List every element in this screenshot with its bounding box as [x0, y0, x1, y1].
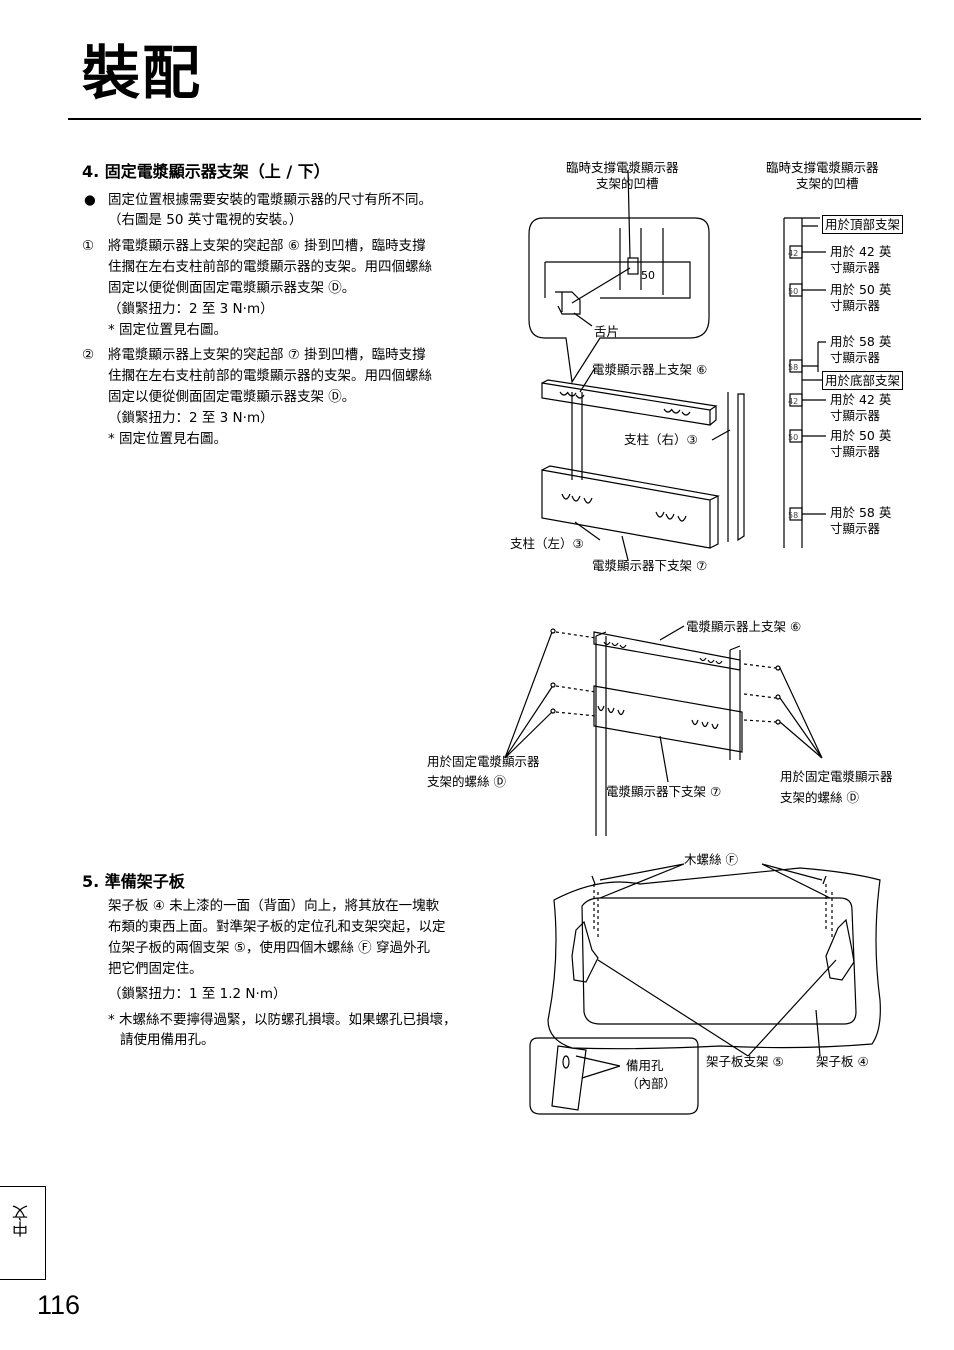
d2-screw-right-line1: 用於固定電漿顯示器: [780, 769, 893, 784]
bullet-line-1: 固定位置根據需要安裝的電漿顯示器的尺寸有所不同。: [108, 192, 432, 208]
lower-bracket-shape: [541, 465, 720, 549]
step5-line: 架子板 ④ 未上漆的一面（背面）向上，將其放在一塊軟: [108, 898, 440, 914]
step4-heading: 4. 固定電漿顯示器支架（上 / 下）: [82, 162, 330, 181]
step5-line: 位架子板的兩個支架 ⑤，使用四個木螺絲 Ⓕ 穿過外孔: [108, 940, 430, 956]
bracket-left: [571, 920, 599, 983]
upper-bracket-shape: [541, 379, 718, 426]
bottom-42-line1: 用於 42 英: [830, 392, 892, 407]
bottom-bracket-box: 用於底部支架: [822, 371, 904, 390]
top-50-line2: 寸顯示器: [830, 298, 881, 313]
spare-hole-inset: [529, 1037, 699, 1115]
item2-line: * 固定位置見右圖。: [108, 431, 228, 447]
item2-text: 將電漿顯示器上支架的突起部 ⑦ 掛到凹槽，臨時支撐 住擱在左右支柱前部的電漿顯示…: [108, 345, 432, 450]
upper-bracket-label: 電漿顯示器上支架 ⑥: [592, 362, 708, 377]
item1-line: 將電漿顯示器上支架的突起部 ⑥ 掛到凹槽，臨時支撐: [108, 238, 426, 254]
spare-hole-line1: 備用孔: [626, 1058, 664, 1073]
d2-screw-left-line1: 用於固定電漿顯示器: [427, 754, 540, 769]
shelf-bracket-label: 架子板支架 ⑤: [706, 1054, 784, 1069]
d2-upper-bracket: [593, 631, 741, 671]
tongue-hook: [555, 291, 581, 315]
bottom-42-line2: 寸顯示器: [830, 408, 881, 423]
lower-bracket-label: 電漿顯示器下支架 ⑦: [592, 558, 708, 573]
language-tab-label: 中文: [12, 1205, 31, 1237]
item2-marker: ②: [82, 347, 95, 363]
notch-label-line1: 臨時支撐電漿顯示器: [566, 160, 679, 175]
top-58-line2: 寸顯示器: [830, 350, 881, 365]
d2-lower-bracket-label: 電漿顯示器下支架 ⑦: [606, 784, 722, 799]
mark-58-bottom: 58: [788, 511, 799, 520]
item1-line: （鎖緊扭力：2 至 3 N·m）: [108, 301, 274, 317]
d2-upper-bracket-label: 電漿顯示器上支架 ⑥: [686, 619, 802, 634]
item2-line: 將電漿顯示器上支架的突起部 ⑦ 掛到凹槽，臨時支撐: [108, 347, 426, 363]
notch-mark: [627, 257, 639, 275]
d2-lower-bracket: [593, 685, 743, 753]
bottom-50-line2: 寸顯示器: [830, 444, 881, 459]
step5-note-line2: 請使用備用孔。: [120, 1032, 215, 1048]
item1-line: 固定以便從側面固定電漿顯示器支架 Ⓓ。: [108, 280, 356, 296]
zoom-bubble: [528, 217, 710, 384]
item2-line: 住擱在左右支柱前部的電漿顯示器的支架。用四個螺絲: [108, 368, 432, 384]
step5-torque: （鎖緊扭力：1 至 1.2 N·m）: [108, 986, 287, 1002]
top-42-line1: 用於 42 英: [830, 244, 892, 259]
mark-42-bottom: 42: [788, 397, 799, 406]
post-left-label: 支柱（左）③: [510, 536, 584, 551]
zoom-50-mark: 50: [641, 269, 655, 282]
step5-line: 把它們固定住。: [108, 961, 203, 977]
mark-58-top: 58: [788, 363, 799, 372]
left-post: [571, 392, 583, 480]
step5-body: 架子板 ④ 未上漆的一面（背面）向上，將其放在一塊軟 布類的東西上面。對準架子板…: [108, 896, 446, 980]
step5-note-line1: * 木螺絲不要擰得過緊，以防螺孔損壞。如果螺孔已損壞，: [108, 1012, 457, 1028]
item1-marker: ①: [82, 238, 95, 254]
scale-post: [783, 217, 820, 548]
mark-50-top: 50: [788, 287, 799, 296]
bullet-line-2: （右圖是 50 英寸電視的安裝。）: [108, 212, 303, 228]
notch-label-line2: 支架的凹槽: [596, 176, 659, 191]
spare-hole-line2: （內部）: [626, 1076, 677, 1091]
d2-left-post: [595, 631, 607, 836]
zoom-bracket-body: [544, 261, 691, 299]
step5-heading: 5. 準備架子板: [82, 872, 185, 891]
bottom-50-line1: 用於 50 英: [830, 428, 892, 443]
wood-screw-label: 木螺絲 Ⓕ: [684, 852, 738, 867]
shelf-board: [581, 897, 857, 1025]
item2-line: （鎖緊扭力：2 至 3 N·m）: [108, 410, 274, 426]
top-50-line1: 用於 50 英: [830, 282, 892, 297]
shelf-board-label: 架子板 ④: [816, 1054, 869, 1069]
mark-50-bottom: 50: [788, 433, 799, 442]
step5-line: 布類的東西上面。對準架子板的定位孔和支架突起，以定: [108, 919, 446, 935]
d2-right-post: [729, 645, 741, 760]
item1-text: 將電漿顯示器上支架的突起部 ⑥ 掛到凹槽，臨時支撐 住擱在左右支柱前部的電漿顯示…: [108, 236, 432, 341]
item2-line: 固定以便從側面固定電漿顯示器支架 Ⓓ。: [108, 389, 356, 405]
tongue-label: 舌片: [594, 324, 620, 339]
bottom-58-line2: 寸顯示器: [830, 521, 881, 536]
bottom-58-line1: 用於 58 英: [830, 505, 892, 520]
title-rule: [68, 118, 921, 120]
d2-screw-left-line2: 支架的螺絲 Ⓓ: [427, 774, 506, 789]
page-title: 裝配: [82, 39, 203, 107]
scale-notch-line1: 臨時支撐電漿顯示器: [766, 160, 879, 175]
scale-notch-line2: 支架的凹槽: [796, 176, 859, 191]
d2-screw-right-line2: 支架的螺絲 Ⓓ: [780, 790, 859, 805]
item1-line: 住擱在左右支柱前部的電漿顯示器的支架。用四個螺絲: [108, 259, 432, 275]
top-42-line2: 寸顯示器: [830, 260, 881, 275]
page-number: 116: [37, 1290, 81, 1320]
language-tab: [0, 1186, 46, 1280]
cloth: [547, 867, 881, 1050]
bracket-right: [825, 918, 855, 981]
right-post: [727, 392, 745, 542]
mark-42-top: 42: [788, 249, 799, 258]
top-bracket-box: 用於頂部支架: [822, 215, 904, 234]
top-58-line1: 用於 58 英: [830, 334, 892, 349]
item1-line: * 固定位置見右圖。: [108, 322, 228, 338]
bullet-marker: ●: [84, 192, 96, 208]
post-right-label: 支柱（右）③: [624, 432, 698, 447]
